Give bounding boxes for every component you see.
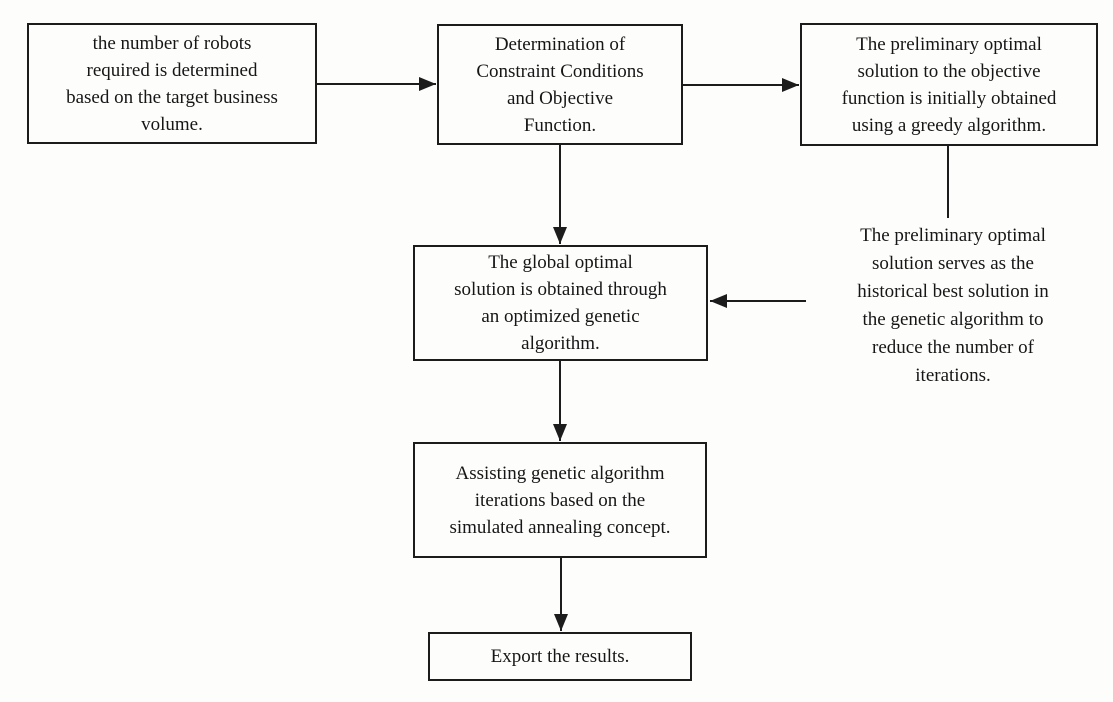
note-historical-best: The preliminary optimal solution serves … [818,218,1088,394]
node-robots-required: the number of robots required is determi… [27,23,317,144]
note-historical-best-label: The preliminary optimal solution serves … [857,225,1049,386]
node-determine-constraints: Determination of Constraint Conditions a… [437,24,683,145]
node-export-results: Export the results. [428,632,692,681]
node-simulated-annealing-label: Assisting genetic algorithm iterations b… [449,462,671,538]
node-simulated-annealing: Assisting genetic algorithm iterations b… [413,442,707,558]
node-export-results-label: Export the results. [490,646,630,667]
node-determine-constraints-label: Determination of Constraint Conditions a… [476,33,644,136]
node-global-optimal: The global optimal solution is obtained … [413,245,708,361]
node-robots-required-label: the number of robots required is determi… [66,32,278,135]
node-greedy-preliminary: The preliminary optimal solution to the … [800,23,1098,146]
node-global-optimal-label: The global optimal solution is obtained … [454,252,667,354]
node-greedy-preliminary-label: The preliminary optimal solution to the … [841,33,1057,136]
